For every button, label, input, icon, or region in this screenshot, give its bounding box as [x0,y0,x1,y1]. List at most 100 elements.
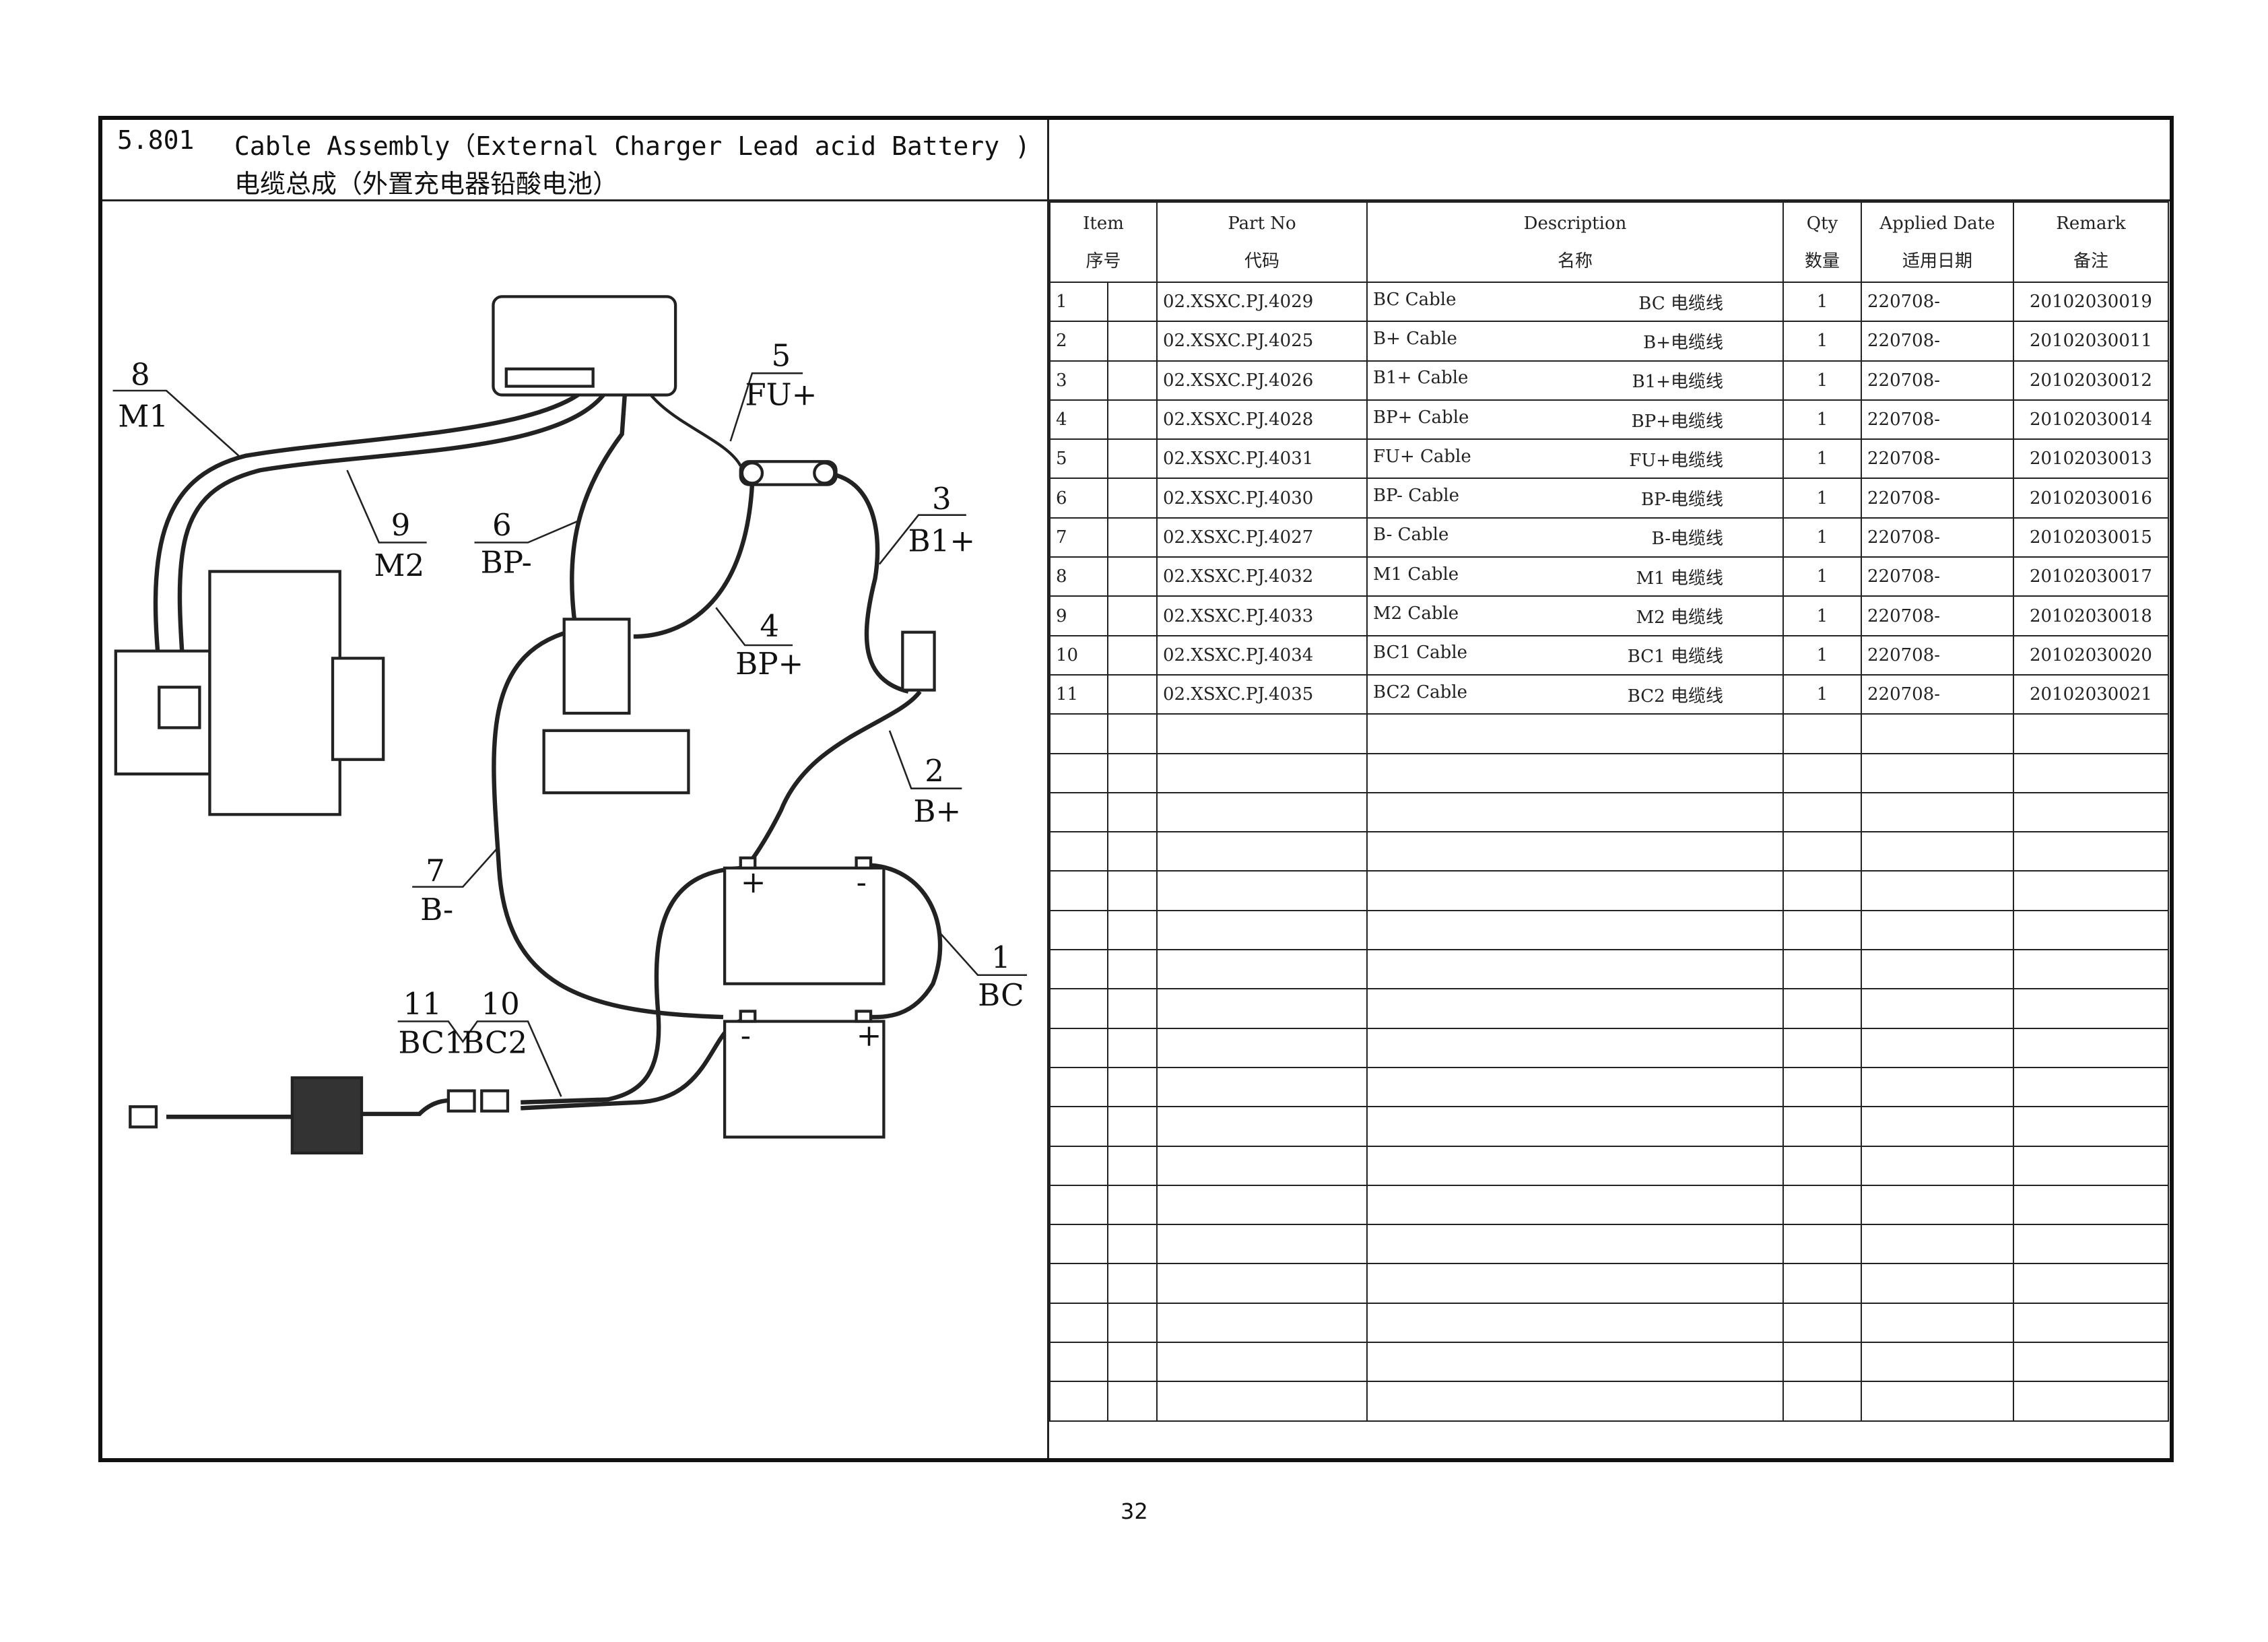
column-header-cn: 适用日期 [1902,251,1972,271]
description-cn: BP+电缆线 [1631,411,1723,432]
item-cell: 10 [1049,634,1108,676]
qty-cell: 1 [1782,438,1862,480]
description-cn: M2 电缆线 [1636,607,1723,628]
item-cell: 8 [1049,556,1108,597]
description-en: FU+ Cable [1373,446,1471,467]
empty-table-row [1049,831,2169,872]
empty-table-row [1049,1342,2169,1383]
empty-table-row [1049,870,2169,911]
qty-cell: 1 [1782,281,1862,323]
column-header-en: Remark [2056,213,2126,234]
header-blank-cell [1049,120,2170,201]
description-en: B- Cable [1373,525,1449,546]
empty-table-row [1049,1381,2169,1422]
empty-table-row [1049,1027,2169,1068]
applied-date-cell: 220708- [1861,360,2014,401]
empty-table-row [1049,1224,2169,1265]
remark-cell: 20102030015 [2013,517,2169,558]
description-en: M1 Cable [1373,564,1459,585]
blank-cell [1107,517,1158,558]
empty-table-row [1049,752,2169,793]
column-header-cn: 名称 [1557,251,1593,271]
remark-cell: 20102030017 [2013,556,2169,597]
item-cell: 9 [1049,595,1108,636]
item-cell: 2 [1049,321,1108,362]
description-en: B1+ Cable [1373,368,1469,389]
part-no-cell: 02.XSXC.PJ.4034 [1156,634,1368,676]
part-no-cell: 02.XSXC.PJ.4025 [1156,321,1368,362]
blank-cell [1107,438,1158,480]
qty-cell: 1 [1782,674,1862,715]
column-header-cn: 备注 [2073,251,2108,271]
empty-table-row [1049,949,2169,990]
qty-cell: 1 [1782,399,1862,440]
blank-cell [1107,556,1158,597]
item-cell: 1 [1049,281,1108,323]
remark-cell: 20102030021 [2013,674,2169,715]
description-cn: FU+电缆线 [1629,450,1723,471]
empty-table-row [1049,1145,2169,1186]
remark-cell: 20102030012 [2013,360,2169,401]
qty-cell: 1 [1782,321,1862,362]
item-cell: 4 [1049,399,1108,440]
column-header-en: Qty [1806,213,1838,234]
part-no-cell: 02.XSXC.PJ.4026 [1156,360,1368,401]
blank-cell [1107,595,1158,636]
part-no-cell: 02.XSXC.PJ.4028 [1156,399,1368,440]
column-header-cn: 代码 [1244,251,1279,271]
qty-cell: 1 [1782,634,1862,676]
applied-date-cell: 220708- [1861,321,2014,362]
description-en: B+ Cable [1373,328,1457,349]
remark-cell: 20102030013 [2013,438,2169,480]
description-cn: BC 电缆线 [1638,293,1723,314]
description-en: BC Cable [1373,289,1457,310]
description-cn: M1 电缆线 [1636,568,1723,589]
remark-cell: 20102030016 [2013,478,2169,519]
blank-cell [1107,674,1158,715]
qty-cell: 1 [1782,478,1862,519]
applied-date-cell: 220708- [1861,399,2014,440]
blank-cell [1107,478,1158,519]
description-en: BP- Cable [1373,486,1459,506]
applied-date-cell: 220708- [1861,595,2014,636]
column-header-cn: 序号 [1086,251,1121,271]
description-cell: M2 Cable M2 电缆线 [1366,595,1784,636]
description-cn: B1+电缆线 [1632,372,1723,393]
blank-cell [1107,281,1158,323]
description-cell: BC Cable BC 电缆线 [1366,281,1784,323]
title-english: Cable Assembly（External Charger Lead aci… [234,131,1030,161]
description-cell: FU+ Cable FU+电缆线 [1366,438,1784,480]
qty-cell: 1 [1782,517,1862,558]
empty-table-row [1049,1263,2169,1304]
description-en: BC2 Cable [1373,682,1468,702]
part-no-cell: 02.XSXC.PJ.4029 [1156,281,1368,323]
column-header-cn: 数量 [1804,251,1840,271]
empty-table-row [1049,791,2169,833]
empty-table-row [1049,1302,2169,1344]
empty-table-row [1049,909,2169,951]
description-en: M2 Cable [1373,603,1459,624]
blank-cell [1107,399,1158,440]
part-no-cell: 02.XSXC.PJ.4031 [1156,438,1368,480]
column-header: Qty 数量 [1782,201,1862,283]
part-no-cell: 02.XSXC.PJ.4027 [1156,517,1368,558]
item-cell: 5 [1049,438,1108,480]
item-cell: 6 [1049,478,1108,519]
